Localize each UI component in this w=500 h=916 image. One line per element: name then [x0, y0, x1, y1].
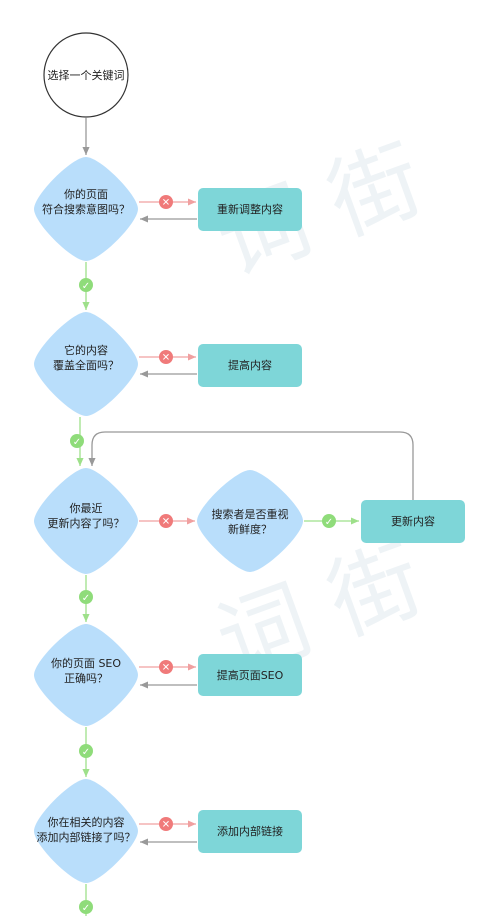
decision-label: 它的内容 — [64, 343, 108, 357]
no-badge — [159, 195, 173, 209]
action-box — [198, 654, 302, 696]
action-label: 更新内容 — [391, 514, 435, 528]
cross-icon: ✕ — [162, 517, 170, 528]
decision-node — [34, 779, 138, 883]
decision-node — [34, 468, 138, 574]
yes-badge — [70, 434, 84, 448]
action-box — [361, 500, 465, 543]
start-label: 选择一个关键词 — [48, 68, 125, 82]
decision-label: 正确吗？ — [64, 672, 108, 685]
decision-label: 你最近 — [70, 502, 103, 515]
action-box — [198, 810, 302, 853]
cross-icon: ✕ — [162, 353, 170, 364]
cross-icon: ✕ — [162, 663, 170, 674]
yes-badge — [322, 514, 336, 528]
action-label: 添加内部链接 — [217, 824, 283, 838]
decision-node — [34, 624, 138, 726]
cross-icon: ✕ — [162, 198, 170, 209]
yes-badge — [79, 278, 93, 292]
decision-label: 你在相关的内容 — [48, 815, 125, 829]
decision-label: 新鲜度？ — [228, 522, 272, 536]
decision-label: 覆盖全面吗？ — [53, 358, 119, 372]
check-icon: ✓ — [82, 281, 90, 292]
decision-node — [34, 157, 138, 261]
loop-connector — [88, 431, 414, 500]
decision-label: 符合搜索意图吗？ — [42, 202, 130, 216]
decision-node — [34, 312, 138, 416]
decision-label: 你的页面 SEO — [51, 656, 121, 670]
no-badge — [159, 350, 173, 364]
action-box — [198, 188, 302, 231]
decision-label: 添加内部链接了吗？ — [37, 830, 136, 844]
decision-label: 更新内容了吗？ — [48, 516, 125, 530]
check-icon: ✓ — [82, 903, 90, 914]
yes-badge — [79, 900, 93, 914]
decision-node — [197, 470, 303, 572]
yes-badge — [79, 744, 93, 758]
check-icon: ✓ — [82, 747, 90, 758]
decision-label: 你的页面 — [64, 187, 108, 201]
no-badge — [159, 660, 173, 674]
check-icon: ✓ — [325, 517, 333, 528]
action-label: 重新调整内容 — [217, 202, 283, 216]
no-badge — [159, 514, 173, 528]
no-badge — [159, 817, 173, 831]
cross-icon: ✕ — [162, 820, 170, 831]
start-node — [43, 32, 129, 118]
check-icon: ✓ — [82, 593, 90, 604]
check-icon: ✓ — [73, 437, 81, 448]
action-box — [198, 344, 302, 387]
yes-badge — [79, 590, 93, 604]
action-label: 提高内容 — [228, 358, 272, 372]
decision-label: 搜索者是否重视 — [212, 507, 289, 521]
action-label: 提高页面SEO — [217, 668, 284, 682]
